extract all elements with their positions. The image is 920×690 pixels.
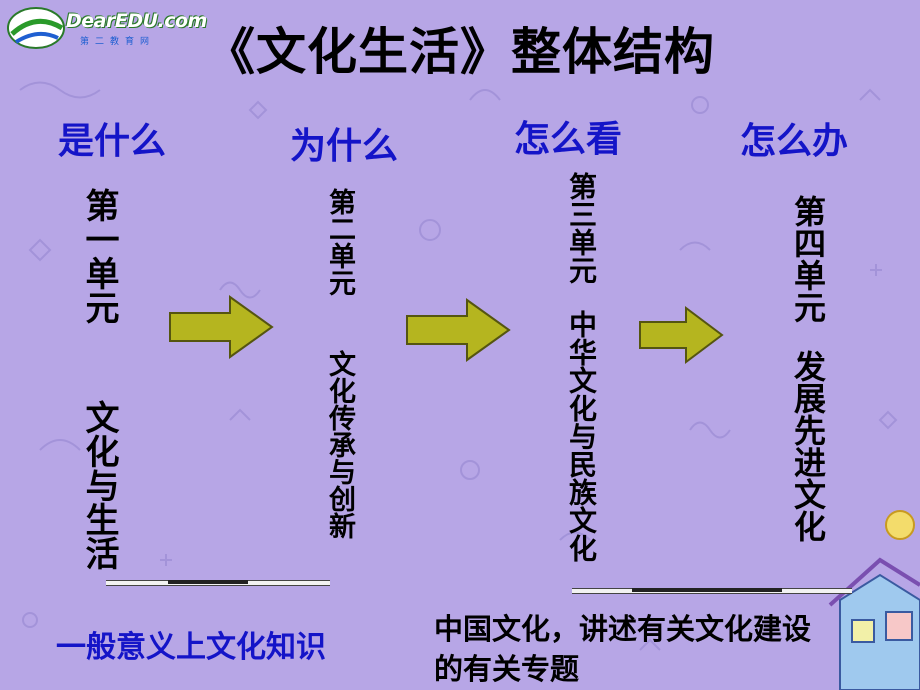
page-title: 《文化生活》整体结构 [205, 23, 715, 81]
unit-1-label: 第一单元 [79, 188, 119, 324]
question-what: 是什么 [58, 121, 167, 162]
unit-2-topic-column: 文化传承与创新 [323, 350, 355, 539]
unit-1-column: 第一单元 [79, 188, 119, 324]
question-how-view: 怎么看 [514, 119, 623, 160]
logo: DearEDU.com 第二教育网 [4, 0, 207, 62]
logo-icon [7, 7, 65, 49]
logo-subtitle: 第二教育网 [80, 37, 156, 47]
arrow-right-icon [169, 295, 274, 359]
unit-1-topic-column: 文化与生活 [79, 400, 119, 570]
unit-4-topic-column: 发展先进文化 [789, 350, 827, 542]
note-chinese-culture-line1: 中国文化，讲述有关文化建设 [434, 612, 812, 646]
unit-4-topic: 发展先进文化 [789, 350, 827, 542]
unit-3-column: 第三单元 [565, 172, 598, 284]
unit-4-label: 第四单元 [789, 195, 827, 323]
note-general-knowledge: 一般意义上文化知识 [56, 630, 326, 665]
unit-2-topic: 文化传承与创新 [324, 350, 355, 539]
unit-1-topic: 文化与生活 [79, 400, 119, 570]
unit-3-topic-column: 中华文化与民族文化 [565, 310, 598, 562]
arrow-right-icon [639, 306, 724, 364]
unit-3-label: 第三单元 [565, 172, 598, 284]
unit-2-label: 第二单元 [324, 188, 355, 296]
question-how-do: 怎么办 [740, 121, 849, 162]
note-chinese-culture-line2: 的有关专题 [434, 652, 580, 686]
unit-2-column: 第二单元 [323, 188, 355, 296]
bracket-line-left [106, 580, 330, 586]
bracket-line-right [572, 588, 852, 594]
unit-3-topic: 中华文化与民族文化 [565, 310, 598, 562]
question-why: 为什么 [290, 126, 399, 167]
logo-text: DearEDU.com [66, 10, 207, 32]
arrow-right-icon [406, 298, 511, 362]
unit-4-column: 第四单元 [789, 195, 827, 323]
house-doodle [828, 510, 920, 690]
